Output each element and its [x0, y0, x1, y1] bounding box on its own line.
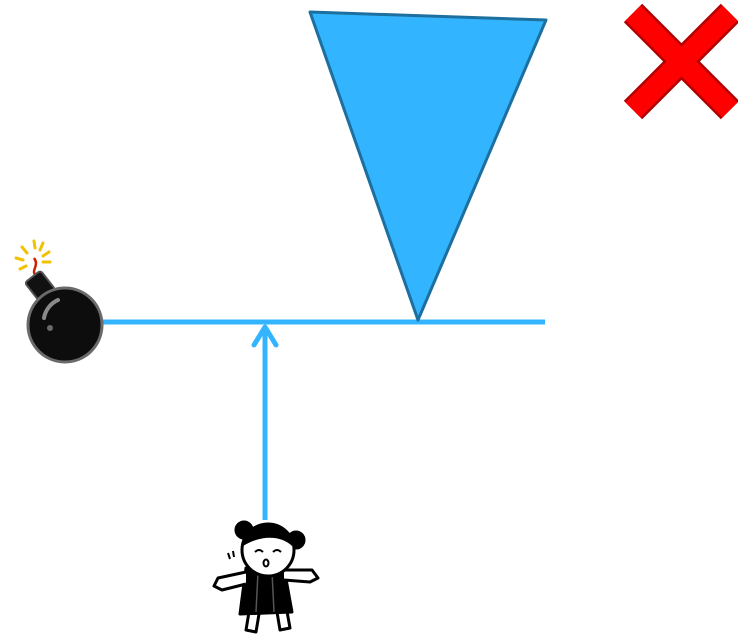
close-x-icon[interactable] [623, 3, 738, 120]
girl-icon[interactable] [212, 520, 320, 634]
bomb-icon[interactable] [14, 239, 104, 364]
inverted-triangle-weight[interactable] [308, 10, 548, 322]
up-arrow [251, 324, 279, 520]
